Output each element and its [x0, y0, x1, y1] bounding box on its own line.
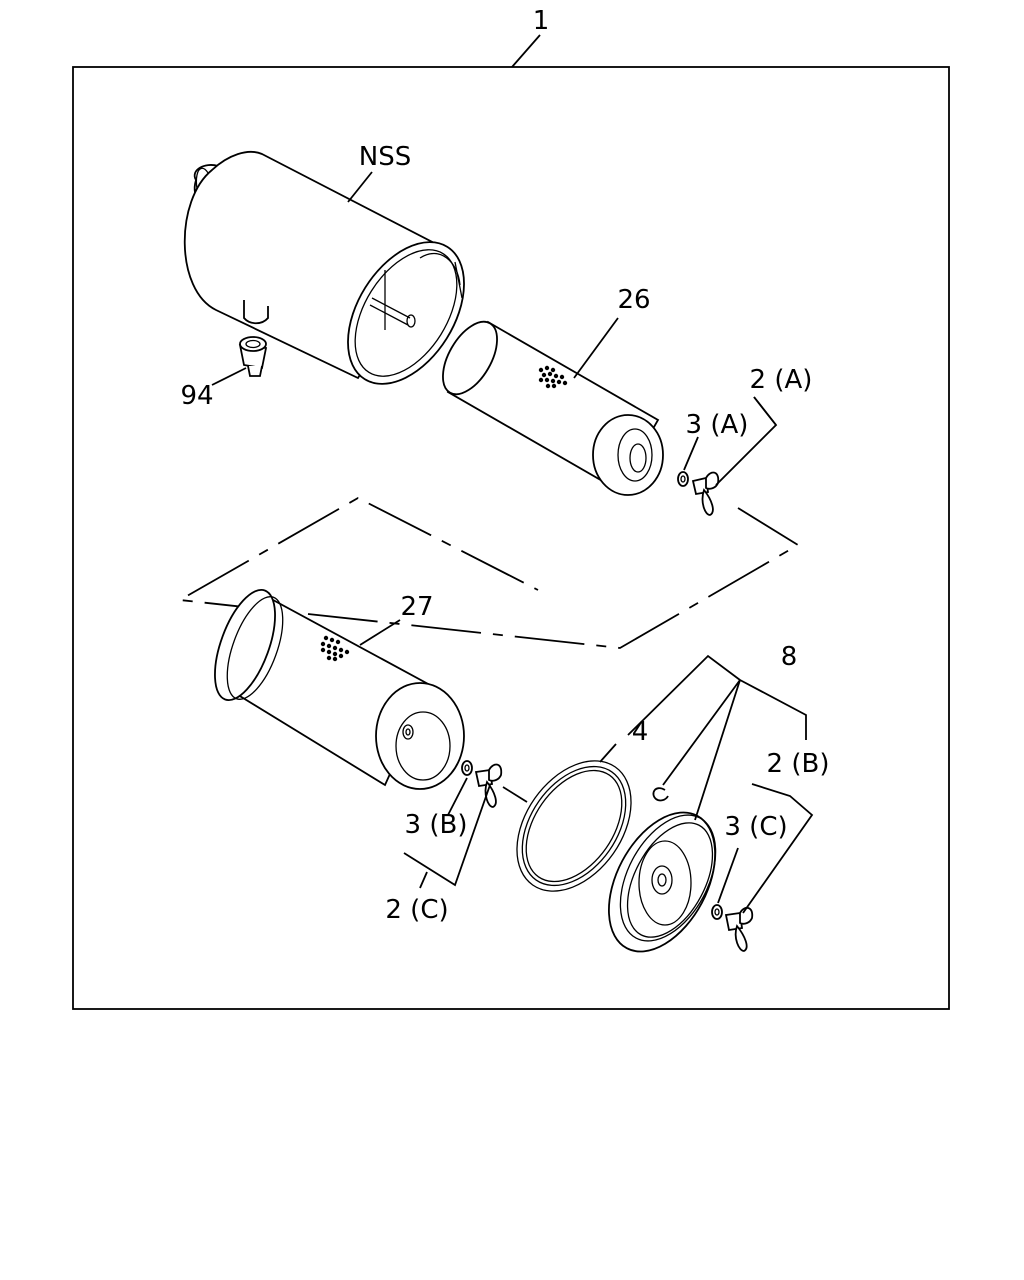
leader-26 [573, 317, 619, 379]
leader-8 [627, 654, 807, 821]
label-8: 8 [781, 642, 798, 672]
leader-4 [599, 743, 617, 763]
element-26-perforation [538, 365, 568, 389]
retaining-clip [652, 787, 669, 802]
label-2b: 2 (B) [767, 749, 830, 779]
leader-3a [683, 436, 699, 471]
label-26: 26 [617, 285, 650, 315]
washer-a [677, 471, 689, 487]
leader-94 [211, 367, 247, 386]
leader-3c [717, 847, 739, 904]
washer-b [461, 760, 473, 776]
end-cover [608, 811, 717, 953]
label-2c: 2 (C) [385, 895, 448, 925]
label-nss: NSS [359, 142, 411, 172]
leader-nss [347, 171, 373, 203]
label-94: 94 [180, 381, 213, 411]
leader-2a [753, 396, 777, 426]
washer-c [711, 904, 723, 920]
leader-3b [447, 777, 468, 816]
bracket-2c [403, 784, 491, 887]
stud-line-lower [502, 786, 528, 803]
leader-2c [419, 871, 428, 889]
label-3b: 3 (B) [405, 810, 468, 840]
label-2a: 2 (A) [750, 365, 813, 395]
inner-filter-element [214, 588, 465, 790]
element-27-perforation [320, 635, 350, 662]
wing-nut-c-lower [474, 763, 503, 808]
bracket-2b [742, 783, 814, 914]
label-27: 27 [400, 592, 433, 622]
leader-1 [511, 34, 541, 68]
label-3c: 3 (C) [724, 812, 787, 842]
label-1: 1 [533, 6, 550, 36]
wing-nut-a [691, 471, 720, 516]
label-3a: 3 (A) [686, 410, 749, 440]
drain-plug [238, 336, 268, 377]
air-cleaner-housing [183, 150, 465, 385]
outer-filter-element [442, 320, 664, 496]
alignment-chain-line [177, 496, 800, 649]
seal-ring [516, 760, 632, 892]
label-4: 4 [632, 717, 649, 747]
assembly-frame [72, 66, 950, 1010]
leader-27 [359, 619, 401, 646]
wing-nut-b [724, 907, 754, 952]
